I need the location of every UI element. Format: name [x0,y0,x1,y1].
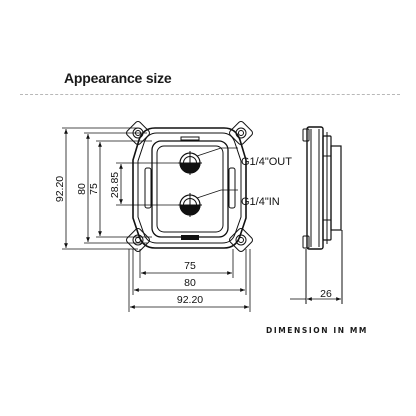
vertical-dimensions [62,127,180,250]
front-view [126,121,253,252]
dim-label-height-75: 75 [88,183,100,195]
side-clip-right [228,167,236,209]
outer-frame [132,127,247,249]
top-notch [180,136,200,141]
side-view-baseplate [330,145,342,231]
dim-label-height-92: 92.20 [54,176,66,202]
outlet-port [178,151,202,175]
dim-label-height-80: 80 [76,183,88,195]
mounting-ear-top-right [229,121,253,145]
dim-label-width-80: 80 [184,277,196,289]
side-view-body [306,126,324,250]
dim-label-thickness: 26 [320,288,332,300]
side-view [290,126,343,304]
side-view-ear-top [302,128,310,142]
units-note: DIMENSION IN MM [266,326,368,335]
side-clip-left [144,167,152,209]
section-title: Appearance size [64,70,172,86]
outer-frame-inner-edge [137,132,242,244]
inlet-port [178,193,202,217]
side-view-ear-bottom [302,235,310,249]
inlet-label: G1/4"IN [241,196,280,208]
horizontal-dimensions [128,249,251,312]
inlet-leader-line [196,189,238,199]
dim-label-width-92: 92.20 [177,294,203,306]
outlet-leader-line [196,147,238,157]
inner-body-edge [156,145,224,233]
bottom-notch [181,235,199,240]
outlet-label: G1/4"OUT [241,156,292,168]
dim-label-port-spacing: 28.85 [109,172,121,198]
dashed-divider [20,94,400,95]
dim-label-width-75: 75 [184,260,196,272]
